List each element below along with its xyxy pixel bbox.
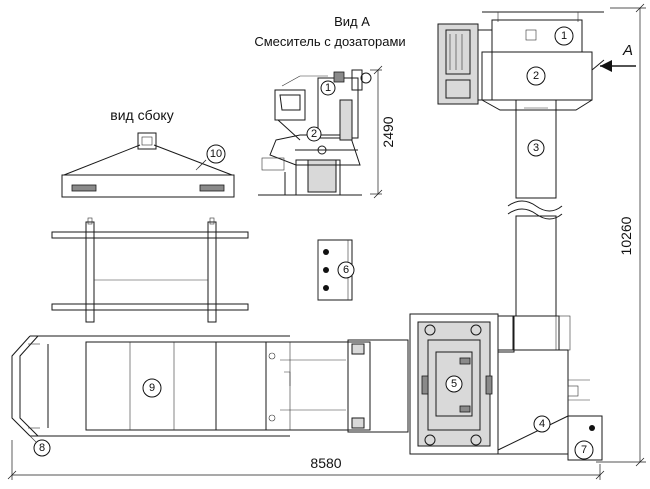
svg-text:6: 6 <box>343 264 349 276</box>
callout-2-view-a: 2 <box>306 126 322 142</box>
callout-2-tower: 2 <box>526 66 546 86</box>
svg-text:2: 2 <box>311 128 317 140</box>
callout-1-tower: 1 <box>554 26 574 46</box>
callout-5: 5 <box>445 375 463 393</box>
callout-1-view-a: 1 <box>320 80 336 96</box>
view-a-subtitle: Смеситель с дозаторами <box>254 34 405 49</box>
svg-text:2: 2 <box>533 70 539 82</box>
tower-mixer-unit <box>437 11 605 111</box>
dim-8580: 8580 <box>7 440 605 480</box>
view-a-title: Вид А <box>334 14 370 29</box>
svg-text:8: 8 <box>39 442 45 454</box>
callout-3: 3 <box>527 139 545 157</box>
callout-6: 6 <box>337 261 355 279</box>
dim-2490: 2490 <box>370 65 396 199</box>
svg-text:10: 10 <box>210 148 222 160</box>
svg-text:7: 7 <box>581 444 587 456</box>
callout-8: 8 <box>33 439 51 457</box>
plant-plan-conveyor <box>11 335 409 437</box>
side-view-title: вид сбоку <box>110 107 173 123</box>
svg-text:4: 4 <box>539 418 545 430</box>
tower-column <box>497 99 571 353</box>
svg-text:1: 1 <box>561 30 567 42</box>
mixer-platform <box>409 313 499 455</box>
callout-4: 4 <box>533 415 551 433</box>
dim-10260: 10260 <box>596 3 646 467</box>
callout-10: 10 <box>206 144 226 164</box>
dim-8580-label: 8580 <box>310 455 341 471</box>
callout-9: 9 <box>142 378 162 398</box>
skip-hoist-base <box>497 349 590 455</box>
dim-10260-label: 10260 <box>618 216 634 255</box>
callout-7: 7 <box>574 440 594 460</box>
component-7-cabinet <box>567 415 603 461</box>
dim-2490-label: 2490 <box>380 116 396 147</box>
svg-text:3: 3 <box>533 142 539 154</box>
view-a-mixer <box>258 69 372 196</box>
arrow-a-label: A <box>622 42 633 59</box>
storage-rack <box>51 217 249 323</box>
svg-text:1: 1 <box>325 82 331 94</box>
side-view-frame <box>61 132 235 198</box>
view-arrow-a: A <box>600 42 636 72</box>
svg-text:9: 9 <box>149 382 155 394</box>
svg-text:5: 5 <box>451 378 457 390</box>
